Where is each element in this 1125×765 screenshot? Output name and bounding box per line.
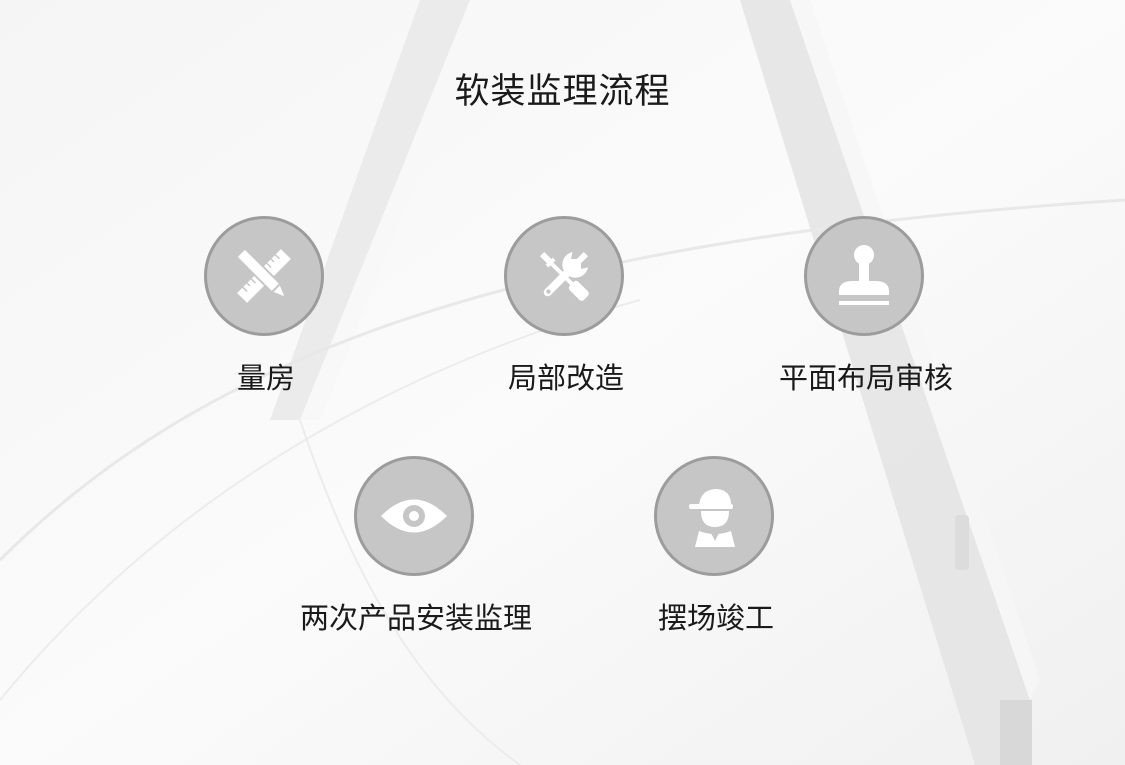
step-label: 局部改造 — [507, 361, 624, 395]
process-step-layout-review: 平面布局审核 — [716, 216, 1016, 406]
process-step-installation-supervision: 两次产品安装监理 — [266, 456, 566, 646]
worker-helmet-icon — [689, 489, 735, 547]
step-icon-circle — [204, 216, 324, 336]
step-icon-circle — [354, 456, 474, 576]
step-label: 平面布局审核 — [778, 361, 953, 395]
process-step-renovation: 局部改造 — [416, 216, 716, 406]
eye-icon — [381, 499, 447, 533]
screwdriver-wrench-icon — [539, 251, 589, 301]
process-step-completion: 摆场竣工 — [566, 456, 866, 646]
step-label: 量房 — [236, 361, 295, 395]
ruler-pencil-icon — [235, 247, 291, 303]
step-icon-circle — [804, 216, 924, 336]
step-label: 两次产品安装监理 — [299, 601, 532, 635]
step-icon-circle — [504, 216, 624, 336]
step-label: 摆场竣工 — [657, 601, 774, 635]
process-step-measure: 量房 — [116, 216, 416, 406]
page-title: 软装监理流程 — [454, 72, 671, 112]
stamp-icon — [839, 245, 889, 305]
step-icon-circle — [654, 456, 774, 576]
